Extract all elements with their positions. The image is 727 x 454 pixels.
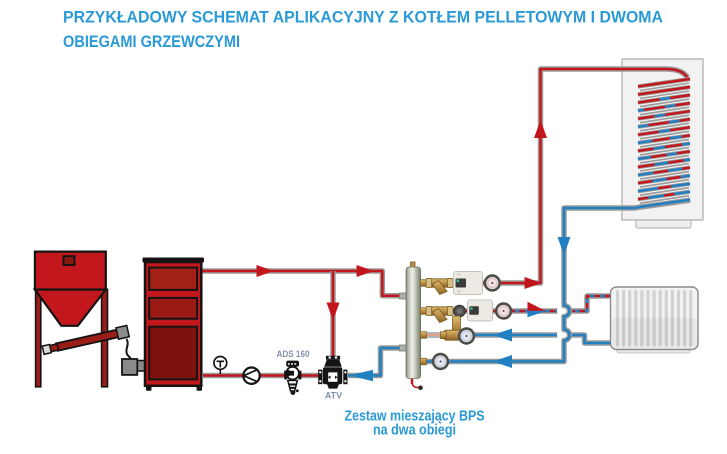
svg-text:ATV: ATV [325, 390, 342, 400]
svg-text:PRZYKŁADOWY SCHEMAT APLIKACYJN: PRZYKŁADOWY SCHEMAT APLIKACYJNY Z KOTŁEM… [63, 7, 663, 26]
svg-text:ADS 160: ADS 160 [277, 349, 310, 359]
svg-text:na dwa obiegi: na dwa obiegi [373, 422, 456, 439]
svg-text:Zestaw mieszający BPS: Zestaw mieszający BPS [345, 407, 485, 424]
svg-text:OBIEGAMI GRZEWCZYMI: OBIEGAMI GRZEWCZYMI [63, 32, 240, 51]
